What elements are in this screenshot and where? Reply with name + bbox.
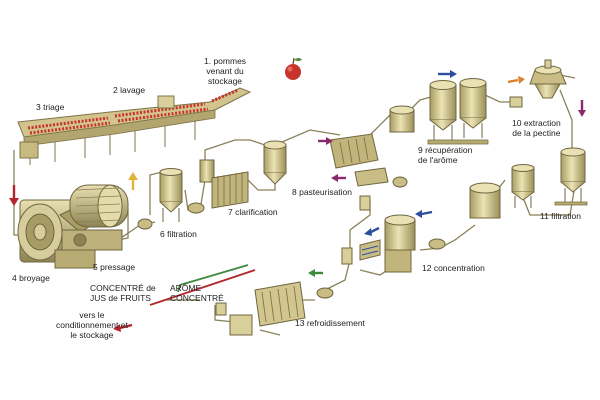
label-step-4: 4 broyage — [12, 273, 50, 283]
clarification-unit — [187, 159, 249, 214]
label-step-7: 7 clarification — [228, 207, 278, 217]
washing-sorting-conveyor — [17, 87, 252, 165]
aroma-recovery-unit — [389, 78, 487, 140]
pectin-extraction-unit — [509, 59, 567, 108]
cooling-unit — [215, 281, 334, 336]
label-step-12: 12 concentration — [422, 263, 485, 273]
label-step-6: 6 filtration — [160, 229, 197, 239]
label-step-5: 5 pressage — [93, 262, 136, 272]
apple-icon — [285, 57, 302, 80]
label-step-3: 3 triage — [36, 102, 65, 112]
label-step-10: 10 extraction de la pectine — [512, 118, 561, 138]
flow-arrows — [9, 70, 586, 332]
label-aroma-concentrate: ARÔME CONCENTRÉ — [170, 283, 224, 303]
label-fruit-juice-concentrate: CONCENTRÉ de JUS de FRUITS — [90, 283, 156, 303]
press-machine — [59, 184, 129, 251]
filtration-tank-6 — [137, 168, 183, 230]
pasteurisation-unit — [263, 133, 408, 211]
label-step-1: 1. pommes venant du stockage — [204, 56, 247, 86]
label-packaging-storage: vers le conditionnement et le stockage — [56, 310, 128, 340]
filtration-tanks-11 — [469, 147, 586, 219]
concentration-unit — [341, 214, 446, 273]
support-frames — [427, 139, 588, 206]
label-step-13: 13 refroidissement — [295, 318, 365, 328]
label-step-11: 11 filtration — [540, 211, 581, 221]
label-step-9: 9 récupération de l'arôme — [418, 145, 473, 165]
label-step-8: 8 pasteurisation — [292, 187, 353, 197]
label-step-2: 2 lavage — [113, 85, 146, 95]
